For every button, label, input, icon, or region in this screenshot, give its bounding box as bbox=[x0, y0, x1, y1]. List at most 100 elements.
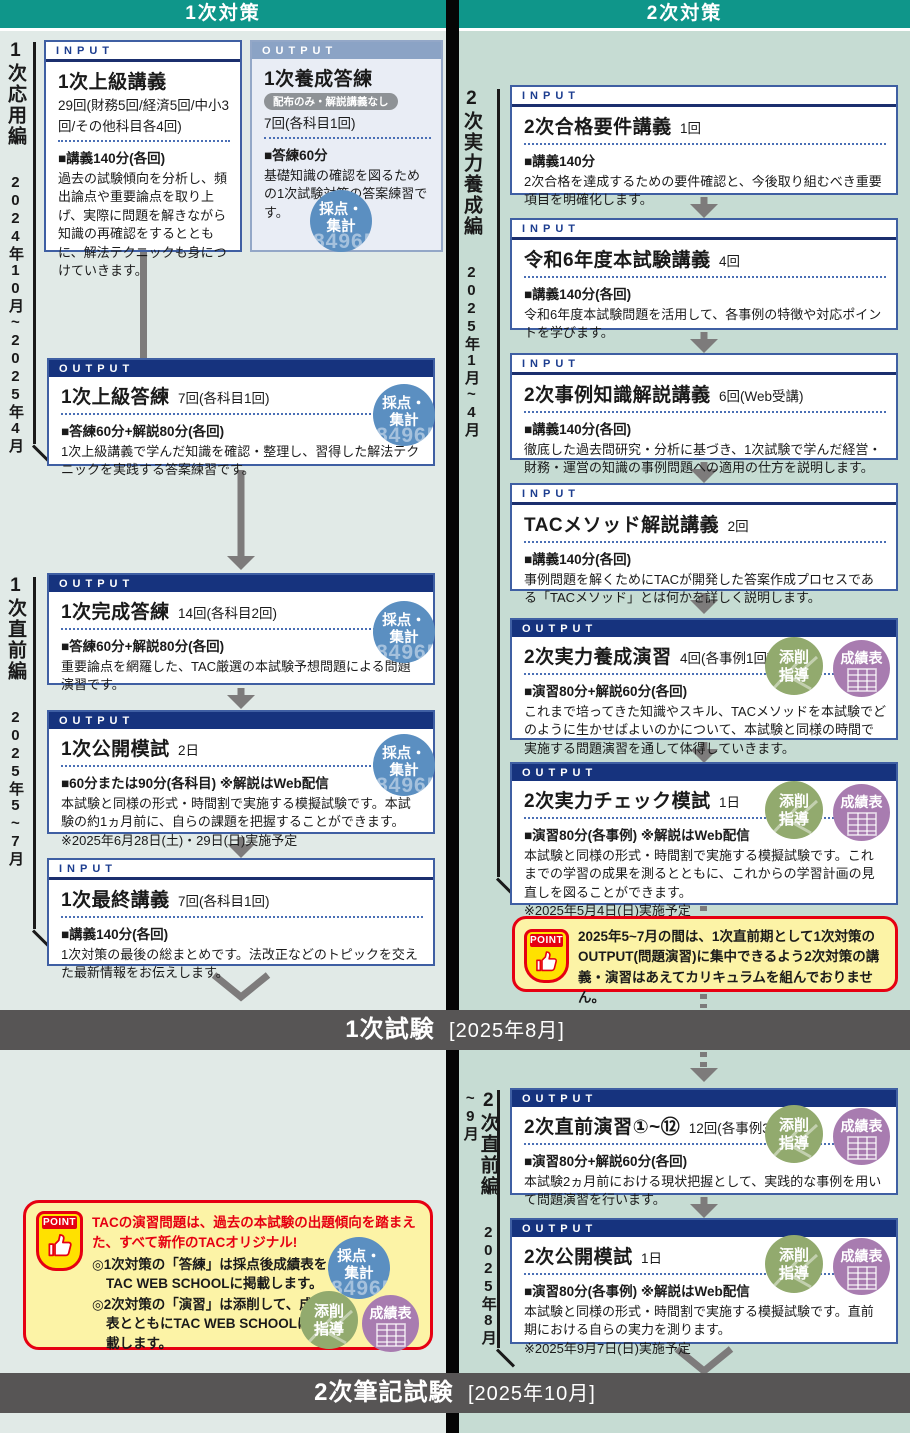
box-desc: これまで培ってきた知識やスキル、TACメソッドを本試験でどのように生かせばよいの… bbox=[524, 704, 886, 756]
box-note: ※2025年6月28日(土)・29日(日)実施予定 bbox=[61, 832, 298, 848]
saiten-shukei-badge: 84965 採点・ 集計 bbox=[310, 190, 372, 252]
point-icon: POINT bbox=[36, 1211, 83, 1271]
score-table-icon bbox=[375, 1322, 406, 1347]
box-first-training-drill: OUTPUT 1次養成答練 配布のみ・解説講義なし 7回(各科目1回) ■答練6… bbox=[250, 40, 443, 252]
badge-text: 集計 bbox=[389, 762, 419, 779]
badge-text: 成績表 bbox=[369, 1305, 412, 1321]
box-spec: ■講義140分 bbox=[524, 154, 596, 169]
box-spec: ■答練60分+解説80分(各回) bbox=[61, 639, 225, 654]
pencil-sketch-icon bbox=[771, 1123, 819, 1159]
box-desc: 本試験と同様の形式・時間割で実施する模擬試験です。直前期における自らの実力を測り… bbox=[524, 1304, 874, 1338]
seisekihyo-badge: 成績表 bbox=[833, 640, 890, 697]
center-divider bbox=[446, 0, 459, 1433]
badge-text: 集計 bbox=[389, 412, 419, 429]
box-title: 2次公開模試 bbox=[524, 1247, 633, 1268]
flow-arrow bbox=[690, 593, 718, 614]
score-table-icon bbox=[846, 1265, 877, 1290]
second-exam-bar: 2次筆記試験 [2025年10月] bbox=[0, 1373, 910, 1413]
section-label-first-final: 1次直前編 2025年5~7月 bbox=[5, 575, 26, 955]
box-count: 12回(各事例3回) bbox=[688, 1121, 788, 1136]
input-label: INPUT bbox=[512, 355, 896, 375]
box-title: 令和6年度本試験講義 bbox=[524, 250, 711, 271]
badge-text: 採点・ bbox=[382, 396, 426, 412]
box-desc: 徹底した過去問研究・分析に基づき、1次試験で学んだ経営・財務・運営の知識の事例問… bbox=[524, 442, 882, 476]
flow-arrow bbox=[690, 1197, 718, 1218]
flow-arrow bbox=[227, 688, 255, 709]
output-label: OUTPUT bbox=[512, 620, 896, 637]
box-second-final-practice: OUTPUT 2次直前演習①~⑫ 12回(各事例3回) ■演習80分+解説60分… bbox=[510, 1088, 898, 1207]
box-desc: 1次上級講義で学んだ知識を確認・整理し、習得した解法テクニックを実践する答案練習… bbox=[61, 444, 420, 478]
box-count: 2回 bbox=[727, 519, 749, 534]
badge-text: 採点・ bbox=[337, 1249, 381, 1265]
box-count: 2日 bbox=[178, 743, 200, 758]
point-title: TACの演習問題は、過去の本試験の出題傾向を踏まえた、すべて新作のTACオリジナ… bbox=[92, 1215, 416, 1250]
box-first-final-lecture: INPUT 1次最終講義 7回(各科目1回) ■講義140分(各回) 1次対策の… bbox=[47, 858, 435, 980]
box-title: 2次実力チェック模試 bbox=[524, 791, 711, 812]
box-desc: 1次対策の最後の総まとめです。法改正などのトピックを交えた最新情報をお伝えします… bbox=[61, 947, 418, 981]
box-tac-method-lecture: INPUT TACメソッド解説講義 2回 ■講義140分(各回) 事例問題を解く… bbox=[510, 483, 898, 605]
section-label-first-applied: 1次応用編 2024年10月~2025年4月 bbox=[4, 40, 26, 460]
output-label: OUTPUT bbox=[512, 1090, 896, 1107]
tensaku-shido-badge: 添削 指導 bbox=[765, 781, 823, 839]
seisekihyo-badge: 成績表 bbox=[833, 1108, 890, 1165]
badge-text: 集計 bbox=[326, 218, 356, 235]
badge-text: 指導 bbox=[778, 1135, 809, 1152]
tensaku-shido-badge: 添削 指導 bbox=[765, 637, 823, 695]
pencil-sketch-icon bbox=[306, 1309, 354, 1345]
box-spec: ■演習80分+解説60分(各回) bbox=[524, 684, 688, 699]
badge-text: 添削 bbox=[778, 1247, 809, 1264]
box-title: 2次合格要件講義 bbox=[524, 117, 672, 138]
seisekihyo-badge: 成績表 bbox=[833, 1238, 890, 1295]
chevron-down-icon bbox=[674, 1346, 734, 1376]
first-exam-bar: 1次試験 [2025年8月] bbox=[0, 1010, 910, 1050]
point-bullets: ◎1次対策の「答練」は採点後成績表をTAC WEB SCHOOLに掲載します。 … bbox=[92, 1255, 330, 1355]
box-count: 29回(財務5回/経済5回/中小3回/その他科目各4回) bbox=[58, 98, 230, 134]
dashed-connector bbox=[700, 906, 707, 916]
output-label: OUTPUT bbox=[49, 712, 433, 729]
input-label: INPUT bbox=[512, 87, 896, 107]
exam-date: [2025年8月] bbox=[449, 1020, 565, 1042]
input-label: INPUT bbox=[49, 860, 433, 880]
score-table-icon bbox=[846, 667, 877, 692]
flow-arrow bbox=[690, 462, 718, 483]
point-box-original-problems: POINT TACの演習問題は、過去の本試験の出題傾向を踏まえた、すべて新作のT… bbox=[23, 1200, 433, 1352]
section-name: 1次応用編 bbox=[4, 40, 26, 147]
badge-text: 添削 bbox=[778, 793, 809, 810]
header-second-exam: 2次対策 bbox=[459, 0, 910, 28]
box-first-open-mock-exam: OUTPUT 1次公開模試 2日 ■60分または90分(各科目) ※解説はWeb… bbox=[47, 710, 435, 848]
box-title: 1次上級答練 bbox=[61, 387, 170, 408]
section-period: 2025年5~7月 bbox=[6, 709, 24, 867]
box-title: 2次実力養成演習 bbox=[524, 647, 672, 668]
flow-arrow bbox=[227, 837, 255, 858]
badge-text: 添削 bbox=[778, 649, 809, 666]
box-desc: 本試験と同様の形式・時間割で実施する模擬試験です。本試験の約1ヵ月前に、自らの課… bbox=[61, 796, 411, 830]
flow-arrow bbox=[690, 742, 718, 763]
output-label: OUTPUT bbox=[252, 42, 441, 59]
box-spec: ■答練60分+解説80分(各回) bbox=[61, 424, 225, 439]
flow-arrow bbox=[227, 470, 255, 570]
box-title: 1次上級講義 bbox=[58, 72, 167, 93]
box-title: 1次最終講義 bbox=[61, 890, 170, 911]
badge-text: 成績表 bbox=[840, 794, 883, 810]
header-first-exam: 1次対策 bbox=[0, 0, 446, 28]
box-desc: 本試験と同様の形式・時間割で実施する模擬試験です。これまでの学習の成果を測るとと… bbox=[524, 848, 875, 900]
box-desc: 事例問題を解くためにTACが開発した答案作成プロセスである「TACメソッド」とは… bbox=[524, 572, 874, 606]
section-period: 2024年10月~2025年4月 bbox=[6, 174, 24, 454]
input-label: INPUT bbox=[512, 220, 896, 240]
box-spec: ■演習80分(各事例) ※解説はWeb配信 bbox=[524, 828, 750, 843]
box-count: 1回 bbox=[680, 121, 702, 136]
box-title: TACメソッド解説講義 bbox=[524, 515, 720, 536]
score-table-icon bbox=[846, 1135, 877, 1160]
box-second-case-knowledge-lecture: INPUT 2次事例知識解説講義 6回(Web受講) ■講義140分(各回) 徹… bbox=[510, 353, 898, 475]
output-label: OUTPUT bbox=[49, 360, 433, 377]
point-bullet: ◎2次対策の「演習」は添削して、成績表とともにTAC WEB SCHOOLに掲載… bbox=[92, 1297, 327, 1351]
box-desc: 過去の試験傾向を分析し、頻出論点や重要論点を取り上げ、実際に問題を解きながら知識… bbox=[58, 171, 228, 279]
thumbs-up-icon bbox=[536, 951, 558, 972]
box-count: 1日 bbox=[719, 795, 741, 810]
box-title: 1次完成答練 bbox=[61, 602, 170, 623]
point-icon: POINT bbox=[524, 929, 569, 983]
seisekihyo-badge: 成績表 bbox=[833, 784, 890, 841]
saiten-shukei-badge: 84965 採点・ 集計 bbox=[373, 734, 435, 796]
section-label-second-training: 2次実力養成編 2025年1月~4月 bbox=[461, 88, 482, 878]
